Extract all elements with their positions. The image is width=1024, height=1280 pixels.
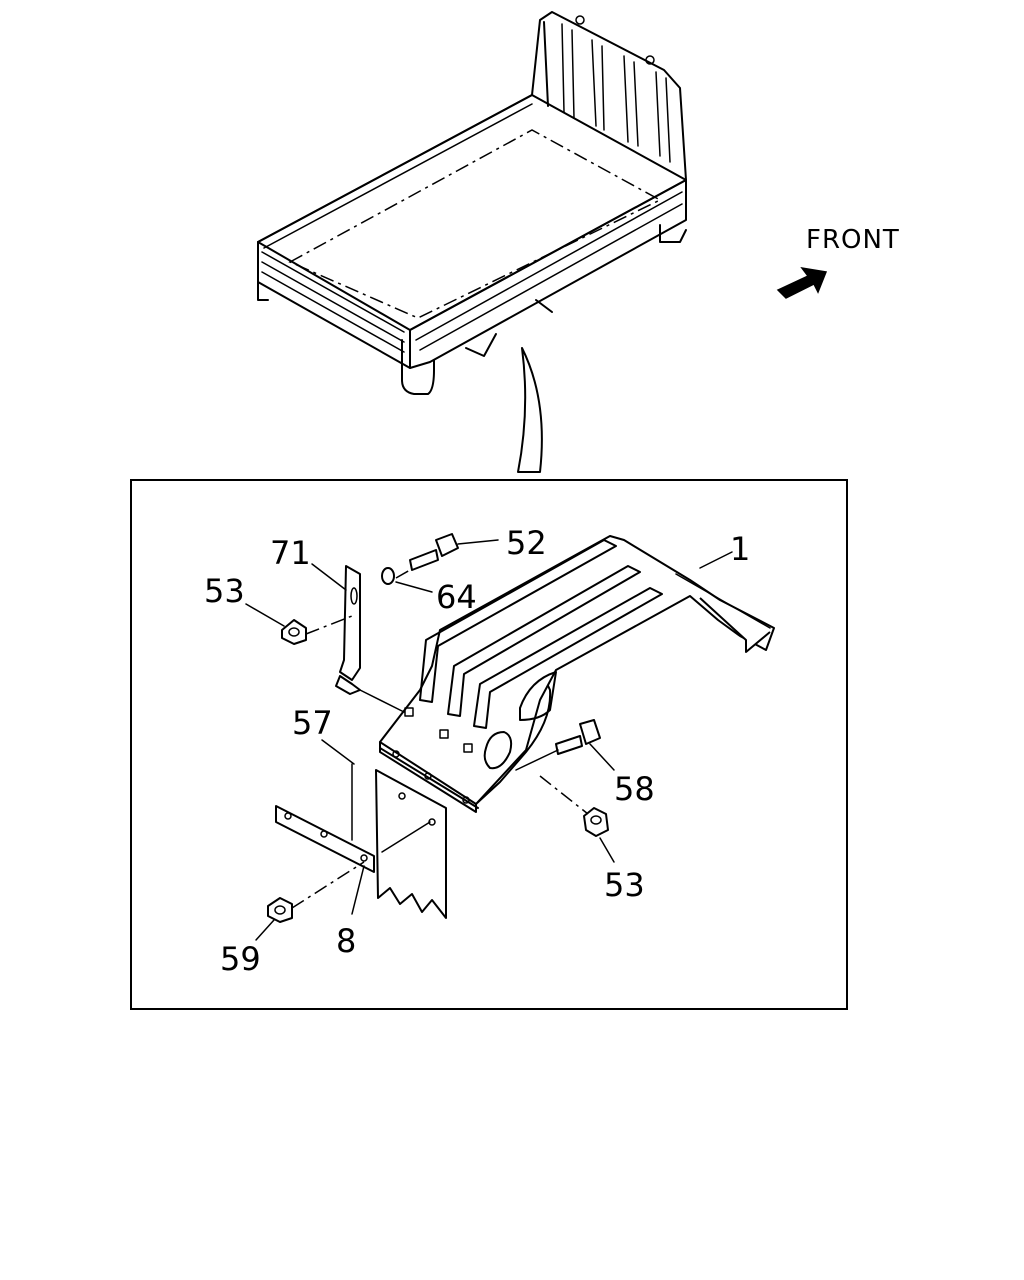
- callout-64: 64: [436, 578, 477, 616]
- front-indicator: FRONT: [776, 225, 900, 299]
- leader-lines: [245, 539, 733, 941]
- nut-59-icon: [267, 897, 293, 923]
- callout-53-upper: 53: [204, 572, 245, 610]
- nut-53-upper-icon: [281, 619, 307, 645]
- callout-labels: 1 52 71 53 64 57 58 53 59 8: [204, 524, 750, 978]
- front-label: FRONT: [806, 225, 900, 255]
- callout-57: 57: [292, 704, 333, 742]
- callout-58: 58: [614, 770, 655, 808]
- callout-1: 1: [730, 530, 750, 568]
- callout-71: 71: [270, 534, 311, 572]
- bolt-52-icon: [409, 533, 459, 571]
- front-arrow-icon: [776, 266, 828, 299]
- detail-frame: [130, 479, 848, 1010]
- washer-64-icon: [381, 567, 395, 585]
- nut-53-lower-icon: [583, 807, 609, 837]
- callout-8: 8: [336, 922, 356, 960]
- callout-59: 59: [220, 940, 261, 978]
- mudguard-assembly-illustration: [267, 533, 775, 923]
- callout-52: 52: [506, 524, 547, 562]
- truck-bed-illustration: [257, 11, 687, 473]
- callout-53-lower: 53: [604, 866, 645, 904]
- bolt-58-icon: [555, 719, 601, 755]
